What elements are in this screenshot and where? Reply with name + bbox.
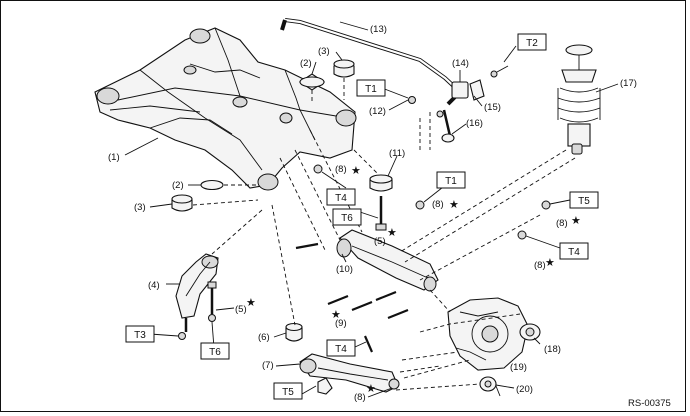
shock-absorber-assembly <box>557 44 601 155</box>
torque-box-t1-lower: T1 <box>436 171 466 189</box>
svg-text:T2: T2 <box>526 38 538 49</box>
callout-lower-arm: (10) <box>336 264 353 275</box>
star-icon: ★ <box>351 164 361 177</box>
svg-text:T1: T1 <box>445 176 457 187</box>
svg-text:T5: T5 <box>282 387 294 398</box>
stabilizer-link <box>408 96 455 150</box>
star-icon: ★ <box>366 382 376 395</box>
callout-clamp-15: (15) <box>484 102 501 113</box>
torque-box-t3: T3 <box>125 325 155 343</box>
figure-code: RS-00375 <box>628 398 671 409</box>
callout-bolt-9: (9) <box>335 318 347 329</box>
rear-lower-arm <box>336 229 439 292</box>
callout-bushing-6: (6) <box>258 332 270 343</box>
callout-bolt-trailing: (5) <box>235 304 247 315</box>
torque-box-t5-upper: T5 <box>569 191 599 209</box>
upper-link <box>299 353 400 395</box>
torque-box-t4-upper: T4 <box>326 188 356 206</box>
mount-bushing-upper-set <box>299 59 355 104</box>
callout-upper-link: (7) <box>262 360 274 371</box>
callout-trailing-link: (4) <box>148 280 160 291</box>
svg-text:T3: T3 <box>134 330 146 341</box>
callout-nut-12: (12) <box>369 106 386 117</box>
torque-box-t5-lower: T5 <box>273 382 303 400</box>
torque-box-t4-lower: T4 <box>326 339 356 357</box>
callout-leaders <box>124 21 619 398</box>
rear-knuckle-housing <box>447 297 529 371</box>
trailing-link-bolt <box>207 281 217 322</box>
knuckle-bushing-upper <box>519 323 541 341</box>
callout-mount-stopper-upper: (3) <box>318 46 330 57</box>
knuckle-bushing-lower <box>479 376 497 392</box>
torque-box-t6-lower: T6 <box>200 342 230 360</box>
star-markers: ★ ★ ★ ★ ★ ★ ★ ★ <box>246 164 581 395</box>
arm-bolts <box>295 242 409 353</box>
star-icon: ★ <box>545 256 555 269</box>
callout-shock-17: (17) <box>620 78 637 89</box>
callout-nut-c: (8) <box>556 218 568 229</box>
callout-numbers: (1) (2) (2) (3) (3) (4) (5) (5) (6) (7) … <box>108 24 637 403</box>
callout-nut-d: (8) <box>534 260 546 271</box>
callout-bolt-bushing: (5) <box>374 236 386 247</box>
callout-nut-a: (8) <box>335 164 347 175</box>
star-icon: ★ <box>246 296 256 309</box>
callout-bushing-11: (11) <box>389 148 405 159</box>
callout-stabilizer: (13) <box>370 24 387 35</box>
mount-bushing-lower-set <box>171 179 259 212</box>
svg-text:T6: T6 <box>209 347 221 358</box>
star-icon: ★ <box>571 214 581 227</box>
torque-box-t1-upper: T1 <box>356 79 386 97</box>
svg-text:T4: T4 <box>568 247 580 258</box>
crossmember-bushing <box>369 174 393 231</box>
callout-bushing-20: (20) <box>516 384 533 395</box>
torque-boxes: T2 T1 T1 T4 T6 T5 T4 T3 <box>125 33 599 400</box>
link-bushing <box>285 322 303 342</box>
torque-box-t4-right: T4 <box>559 242 589 260</box>
callout-bushing-14: (14) <box>452 58 469 69</box>
svg-text:T4: T4 <box>335 344 347 355</box>
svg-text:T6: T6 <box>341 213 353 224</box>
svg-text:T1: T1 <box>365 84 377 95</box>
trailing-link <box>175 253 219 340</box>
svg-text:T4: T4 <box>335 193 347 204</box>
torque-box-t2: T2 <box>517 33 547 51</box>
star-icon: ★ <box>387 226 397 239</box>
star-icon: ★ <box>331 308 341 321</box>
star-icon: ★ <box>449 198 459 211</box>
callout-mount-cushion-upper: (2) <box>300 58 312 69</box>
torque-box-t6-center: T6 <box>332 208 362 226</box>
callout-crossmember: (1) <box>108 152 120 163</box>
callout-bushing-18: (18) <box>544 344 561 355</box>
callout-mount-cushion-lower: (2) <box>172 180 184 191</box>
callout-nut-e: (8) <box>354 392 366 403</box>
callout-link-16: (16) <box>466 118 483 129</box>
callout-housing-19: (19) <box>510 362 527 373</box>
svg-text:T5: T5 <box>578 196 590 207</box>
callout-nut-b: (8) <box>432 199 444 210</box>
rear-crossmember <box>94 27 357 191</box>
callout-mount-stopper-lower: (3) <box>134 202 146 213</box>
nuts-right <box>313 164 551 240</box>
